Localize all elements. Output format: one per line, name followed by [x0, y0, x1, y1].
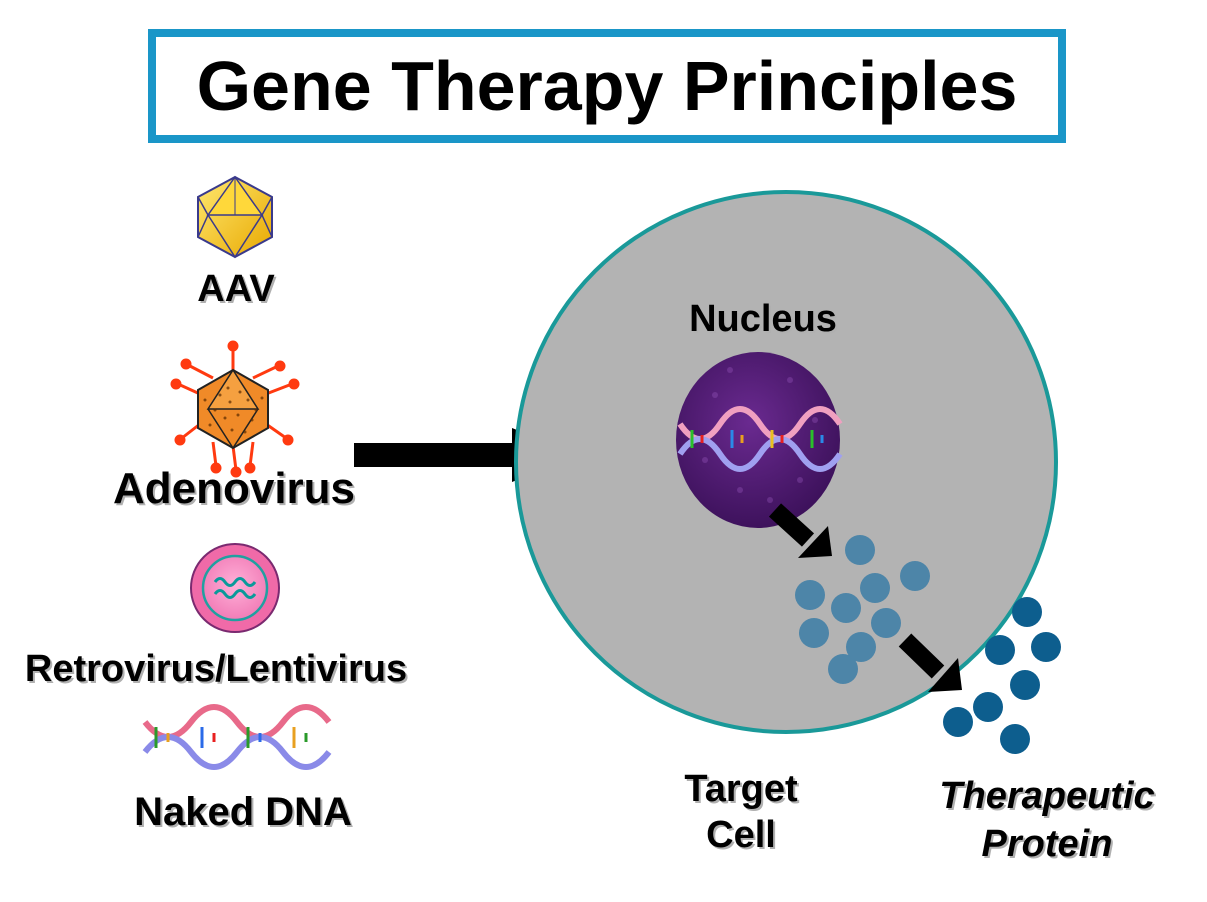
- target-cell-label: Target Cell: [684, 766, 797, 858]
- naked-dna-icon: [142, 704, 332, 770]
- protein-cluster-outside: [943, 597, 1061, 754]
- retrovirus-icon: [190, 543, 280, 633]
- nucleus: [676, 352, 840, 528]
- title-box: Gene Therapy Principles: [148, 29, 1066, 143]
- aav-virus-icon: [197, 175, 273, 259]
- nucleus-label: Nucleus: [689, 298, 837, 340]
- adenovirus-icon: [170, 340, 300, 478]
- aav-label: AAV: [197, 268, 275, 310]
- protein-cluster-inside: [795, 535, 930, 684]
- therapeutic-protein-line2: Protein: [981, 823, 1113, 865]
- therapeutic-protein-label: Therapeutic Protein: [939, 772, 1154, 868]
- naked-dna-label: Naked DNA: [134, 790, 352, 834]
- therapeutic-protein-line1: Therapeutic: [939, 775, 1155, 817]
- expression-arrow-icon: [768, 503, 832, 558]
- target-cell-line1: Target: [684, 768, 798, 810]
- retrovirus-label: Retrovirus/Lentivirus: [24, 648, 408, 690]
- target-cell-line2: Cell: [706, 814, 776, 856]
- page-title: Gene Therapy Principles: [196, 47, 1018, 125]
- secretion-arrow-icon: [898, 633, 962, 692]
- nucleus-dna-icon: [677, 406, 843, 472]
- adenovirus-label: Adenovirus: [112, 464, 356, 513]
